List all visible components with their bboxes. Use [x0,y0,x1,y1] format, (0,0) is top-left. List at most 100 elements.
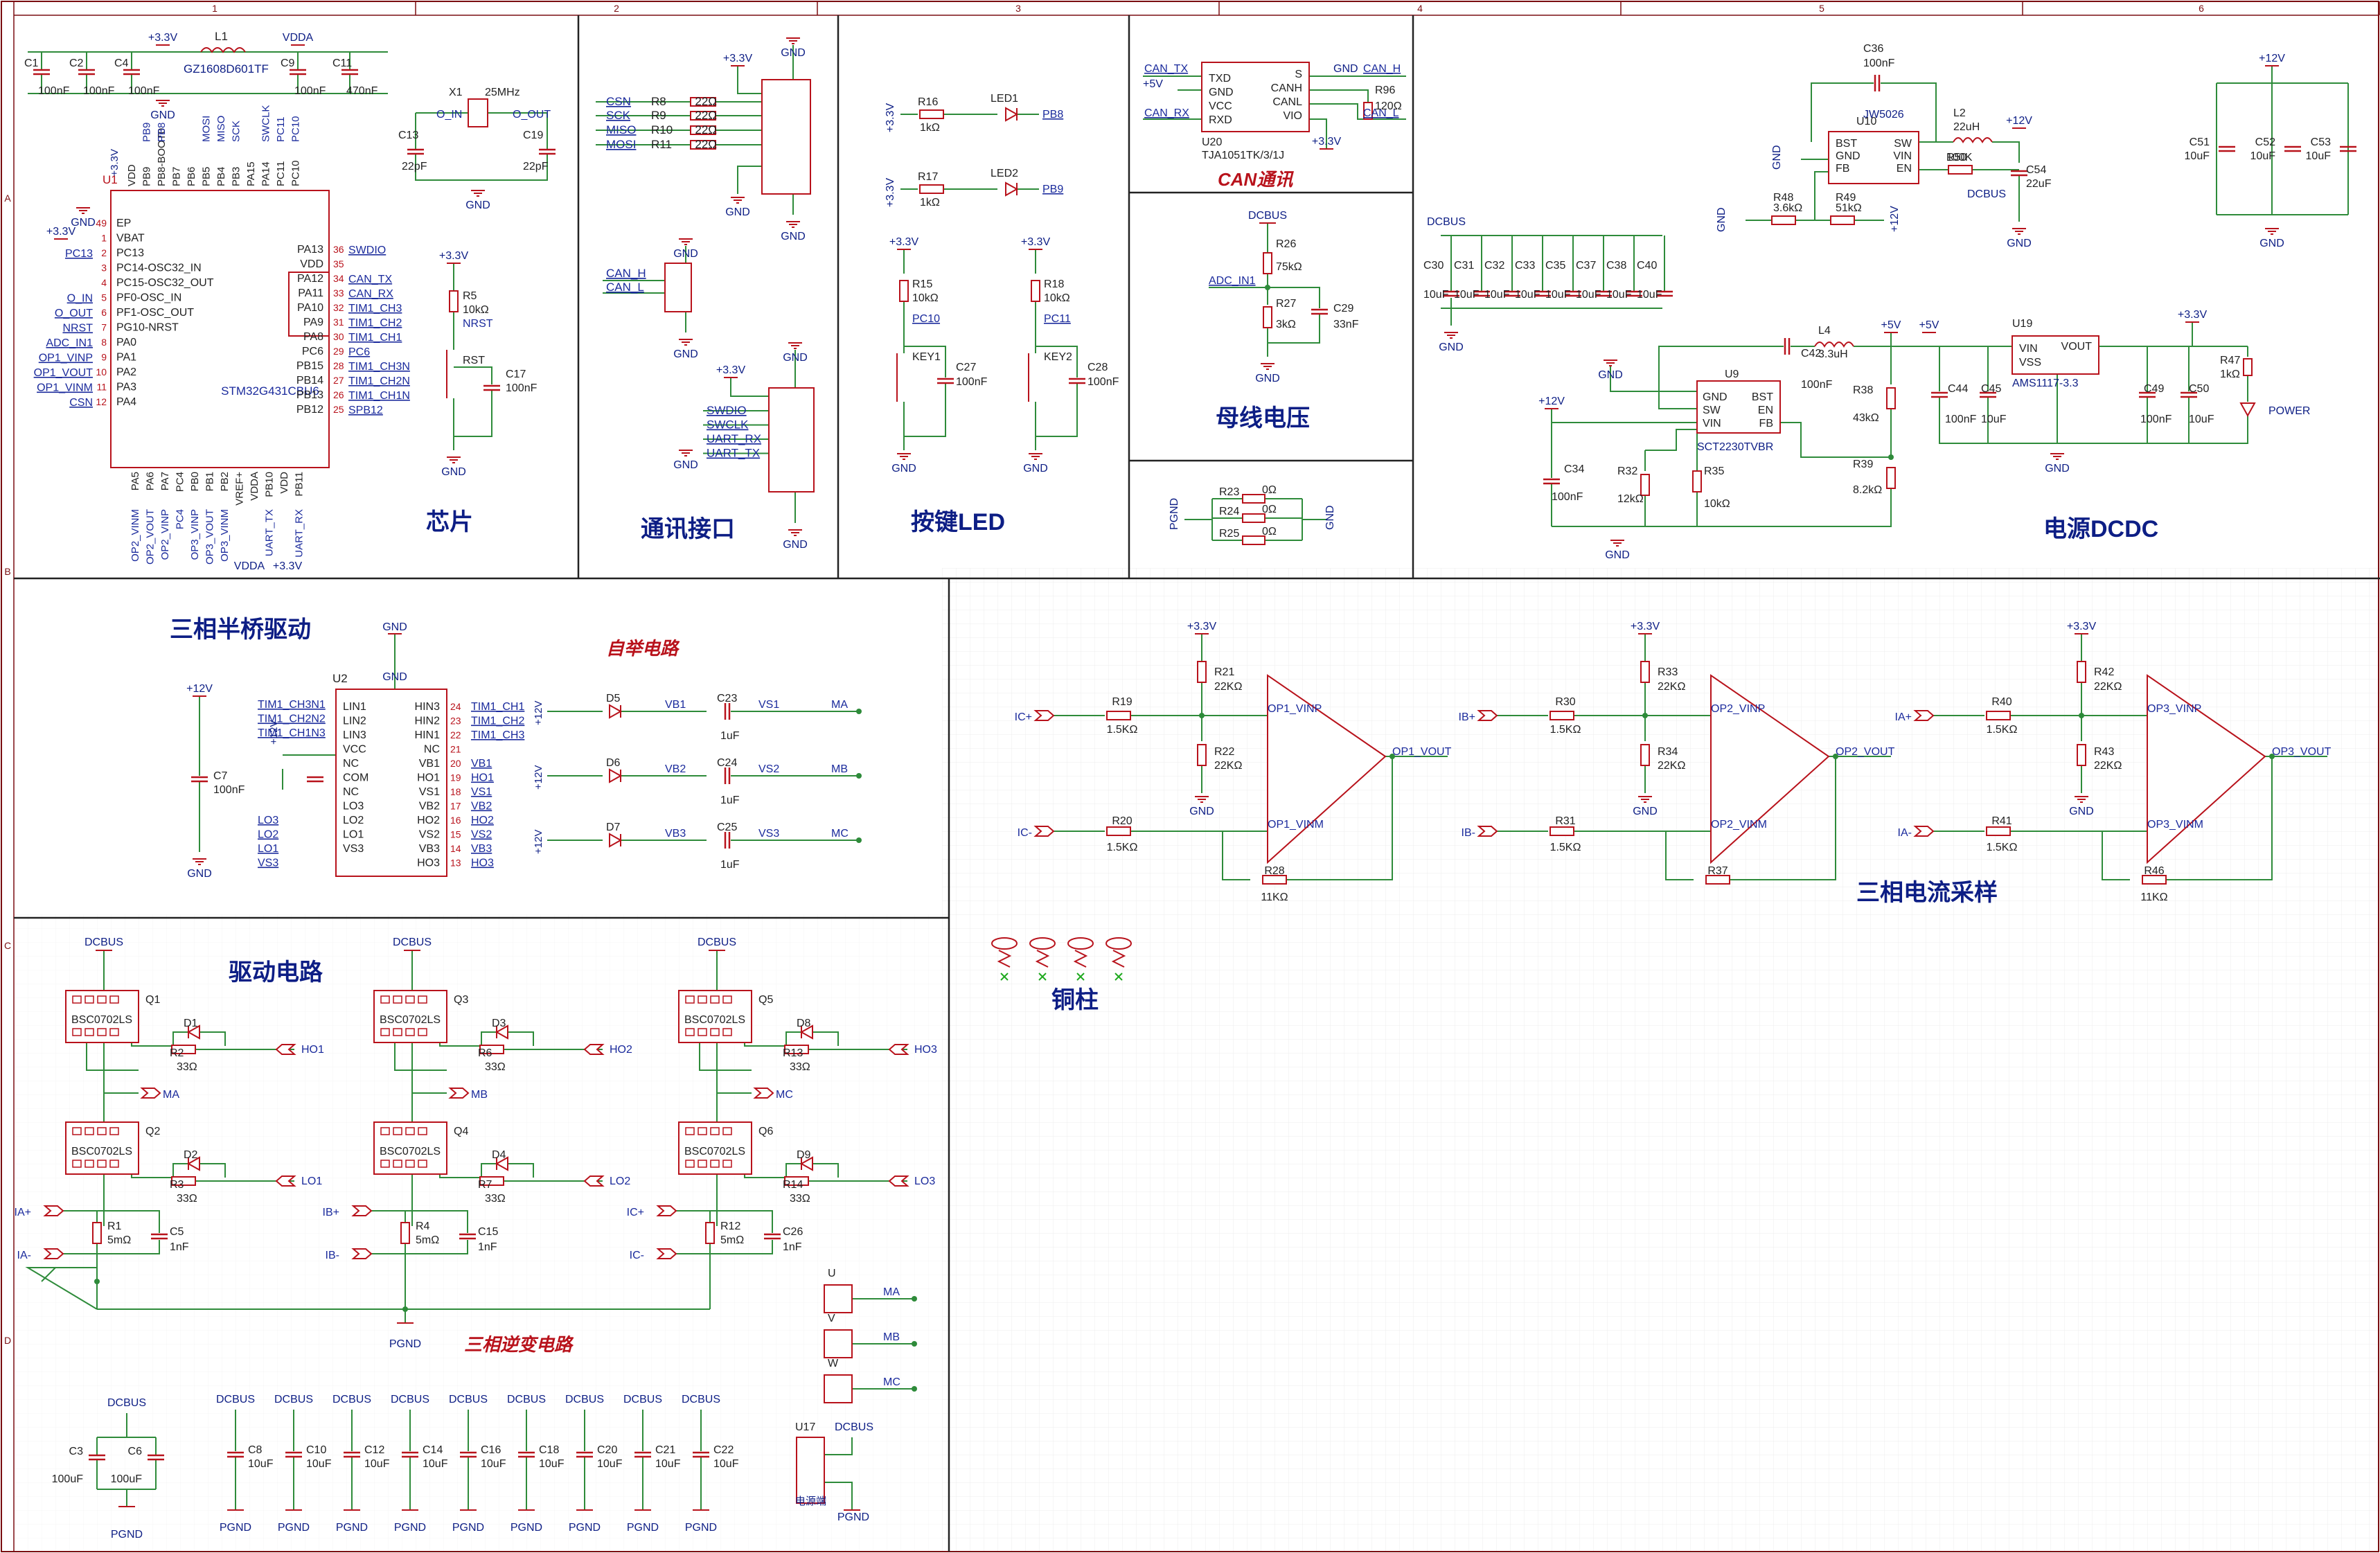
resistor[interactable] [1692,470,1702,492]
resistor[interactable] [1886,387,1896,409]
led[interactable] [1005,107,1019,122]
resistor[interactable] [1986,826,2011,836]
resistor[interactable] [1771,215,1796,225]
resistor[interactable] [92,1222,102,1244]
resistor[interactable] [1106,711,1131,720]
resistor[interactable] [1640,661,1650,683]
resistor[interactable] [690,97,716,107]
resistor[interactable] [1031,280,1040,302]
motor-terminal[interactable] [824,1329,853,1358]
mcu-pin-top: PA15 [245,161,257,186]
resistor[interactable] [1640,474,1650,496]
resistor[interactable] [919,184,944,194]
resistor[interactable] [690,125,716,135]
res-ref: R46 [2144,865,2164,877]
resistor[interactable] [1549,826,1574,836]
mcu-chip[interactable] [110,190,330,468]
resistor[interactable] [784,1045,809,1054]
res-val: 51kΩ [1836,202,1862,214]
inductor[interactable] [1814,341,1854,348]
can-connector[interactable] [664,263,692,312]
resistor[interactable] [1197,744,1207,766]
cap-ref: C2 [69,57,84,69]
resistor[interactable] [1363,102,1373,120]
resistor[interactable] [1242,494,1266,504]
gate-net: HO2 [471,815,494,826]
power-label: +3.3V [889,236,919,248]
net-port [275,1175,296,1187]
ic-pin: NC [424,744,440,756]
resistor[interactable] [1263,252,1272,274]
power-connector[interactable] [796,1437,825,1504]
resistor[interactable] [1640,744,1650,766]
resistor[interactable] [171,1045,196,1054]
buck-ic-2[interactable] [1696,380,1781,434]
resistor[interactable] [449,290,459,312]
mcu-pin-right: VDD [300,258,323,270]
resistor[interactable] [1830,215,1855,225]
bootstrap-diode[interactable] [609,833,623,848]
gate-diode[interactable] [186,1156,200,1171]
resistor[interactable] [171,1176,196,1186]
gate-diode[interactable] [495,1024,508,1040]
mosfet-pin [405,1160,415,1168]
motor-terminal[interactable] [824,1374,853,1403]
resistor[interactable] [1262,875,1287,885]
resistor[interactable] [899,280,909,302]
junction [402,1306,408,1312]
resistor[interactable] [1242,513,1266,523]
resistor[interactable] [690,140,716,150]
cap-val: 10uF [1637,289,1662,301]
resistor[interactable] [1948,165,1973,175]
ic-pin: S [1295,69,1302,80]
crystal[interactable] [468,98,488,127]
gate-diode[interactable] [799,1024,813,1040]
can-transceiver[interactable] [1201,62,1310,132]
resistor[interactable] [1197,661,1207,683]
resistor[interactable] [1886,467,1896,489]
ferrite-bead[interactable] [200,47,246,53]
mcu-pin-left: PC13 [116,247,144,259]
resistor[interactable] [400,1222,410,1244]
diode-ref: D1 [184,1018,198,1029]
resistor[interactable] [2077,744,2086,766]
swd-connector[interactable] [768,387,815,492]
led-net: PB8 [1042,109,1063,121]
mcu-net-left: NRST [62,323,93,335]
gate-diode[interactable] [186,1024,200,1040]
buck-ic[interactable] [1828,131,1919,184]
pgnd-label: PGND [278,1522,310,1534]
bootstrap-diode[interactable] [609,704,623,719]
resistor[interactable] [2077,661,2086,683]
resistor[interactable] [1106,826,1131,836]
resistor[interactable] [1242,535,1266,545]
resistor[interactable] [2243,358,2253,376]
resistor[interactable] [1263,306,1272,328]
resistor[interactable] [705,1222,715,1244]
resistor[interactable] [479,1045,504,1054]
motor-terminal[interactable] [824,1284,853,1313]
resistor[interactable] [1705,875,1730,885]
gate-driver-ic[interactable] [335,689,447,877]
opamp [1710,674,1830,864]
ldo-regulator[interactable] [2012,335,2099,375]
spi-connector[interactable] [761,79,811,195]
bootstrap-diode[interactable] [609,768,623,783]
dcbus-label: DCBUS [682,1394,720,1405]
resistor[interactable] [479,1176,504,1186]
gate-diode[interactable] [799,1156,813,1171]
resistor[interactable] [1549,711,1574,720]
resistor[interactable] [919,109,944,119]
ic-pin: HIN1 [415,729,441,741]
gate-diode[interactable] [495,1156,508,1171]
resistor[interactable] [2142,875,2167,885]
resistor[interactable] [784,1176,809,1186]
resistor[interactable] [690,111,716,121]
resistor[interactable] [1986,711,2011,720]
diode-ref: D6 [606,757,621,769]
led[interactable] [1005,181,1019,197]
section-title-halfbridge: 三相半桥驱动 [170,616,311,643]
mcu-pin-num: 5 [101,292,107,303]
inductor[interactable] [1953,137,1993,143]
